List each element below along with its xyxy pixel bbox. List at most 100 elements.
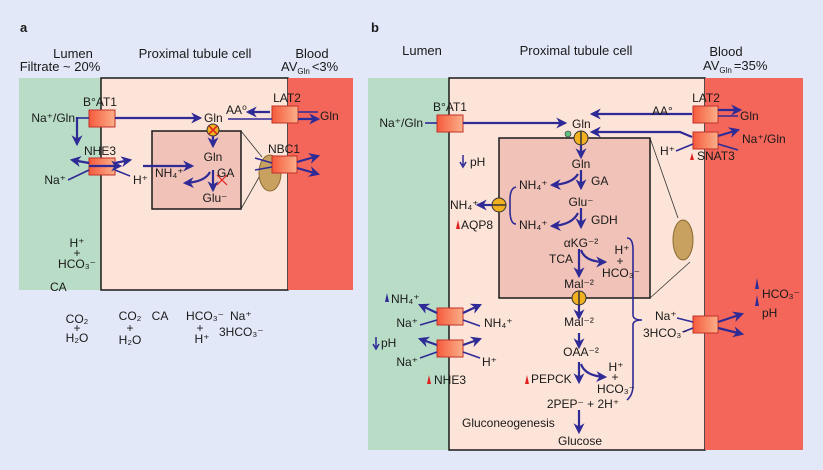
label-lat2-b: LAT2 <box>692 91 720 105</box>
mitochondrion-inset <box>151 130 242 210</box>
increase-arrow-icon <box>427 375 431 384</box>
label-aa0: AA⁰ <box>226 103 247 117</box>
header-blood-b: Blood <box>709 44 742 59</box>
label-glucose: Glucose <box>558 434 602 448</box>
label-aqp8: AQP8 <box>461 218 493 232</box>
decrease-arrow-icon <box>459 155 467 169</box>
plus-sign: + <box>73 321 80 335</box>
label-lat2: LAT2 <box>273 91 301 105</box>
transporter-nh4-exchanger <box>436 307 464 326</box>
label-nh4-2: NH₄⁺ <box>519 218 548 232</box>
header-cell-b: Proximal tubule cell <box>520 43 633 58</box>
transporter-nbc1-b <box>692 315 719 334</box>
label-gdh: GDH <box>591 213 618 227</box>
header-cell: Proximal tubule cell <box>139 46 252 61</box>
increase-arrow-icon <box>755 278 759 289</box>
label-cell-nh4: NH₄⁺ <box>484 316 513 330</box>
header-blood: Blood <box>295 46 328 61</box>
label-nh4-1: NH₄⁺ <box>519 178 548 192</box>
plus-sign: + <box>196 321 203 335</box>
label-ph-cell: pH <box>470 155 485 169</box>
bicarbonate-brace <box>626 237 643 401</box>
label-lumen-na2: Na⁺ <box>396 355 418 369</box>
label-cell-h2o: H₂O <box>119 333 142 347</box>
label-mito-hco3: HCO₃⁻ <box>602 266 640 280</box>
label-lumen-ph: pH <box>381 336 396 350</box>
increase-arrow-icon <box>755 295 759 306</box>
lumen-region-b <box>368 78 449 450</box>
label-glu: Glu⁻ <box>202 191 227 205</box>
label-mito-h: H⁺ <box>615 243 630 257</box>
label-cell-co2: CO₂ <box>119 309 142 323</box>
header-lumen-b: Lumen <box>402 43 442 58</box>
increase-arrow-icon <box>456 220 460 229</box>
label-nh4-aqp: NH₄⁺ <box>450 198 479 212</box>
label-nh4: NH₄⁺ <box>155 166 184 180</box>
plus-sign: + <box>616 254 623 268</box>
plus-sign: + <box>73 246 80 260</box>
panel-a-label: a <box>20 20 28 35</box>
increase-arrow-icon <box>385 293 389 302</box>
lumen-region <box>19 78 101 290</box>
label-snat3: SNAT3 <box>697 149 735 163</box>
label-na-gln: Na⁺/Gln <box>31 111 75 125</box>
label-blood-hco3: HCO₃⁻ <box>762 287 800 301</box>
panel-a: a Lumen Filtrate ~ 20% Proximal tubule c… <box>19 20 353 347</box>
label-lumen-co2: CO₂ <box>66 312 89 326</box>
label-ga: GA <box>217 166 234 180</box>
label-boat1: B°AT1 <box>83 95 117 109</box>
label-nbc-na-b: Na⁺ <box>655 309 677 323</box>
label-pep: 2PEP⁻ + 2H⁺ <box>547 397 619 411</box>
blood-region-b <box>705 78 803 450</box>
blood-region <box>288 78 353 290</box>
label-nbc1: NBC1 <box>268 142 300 156</box>
transporter-boat1 <box>88 109 116 128</box>
label-h: H⁺ <box>133 173 148 187</box>
header-filtrate: Filtrate ~ 20% <box>20 59 101 74</box>
label-mal-mito: Mal⁻² <box>564 277 594 291</box>
label-lumen-hco3: HCO₃⁻ <box>58 257 96 271</box>
transporter-nbc1 <box>271 155 298 174</box>
label-ca-lumen: CA <box>50 280 67 294</box>
label-na-gln-b: Na⁺/Gln <box>379 116 423 130</box>
label-nbc-hco3-b: 3HCO₃⁻ <box>643 326 688 340</box>
label-ga-b: GA <box>591 174 608 188</box>
plus-sign: + <box>126 321 133 335</box>
header-av-b: AVGln=35% <box>703 58 768 75</box>
label-na-gln-blood: Na⁺/Gln <box>742 132 786 146</box>
label-pepck-h: H⁺ <box>609 360 624 374</box>
label-mal-cyto: Mal⁻² <box>564 315 594 329</box>
label-nbc-hco3: 3HCO₃⁻ <box>219 325 264 339</box>
label-lumen-nh4: NH₄⁺ <box>391 292 420 306</box>
mitochondrion-icon-b <box>672 219 694 261</box>
increase-arrow-icon <box>525 375 529 384</box>
label-tca: TCA <box>549 252 573 266</box>
label-lumen-h2o: H₂O <box>66 331 89 345</box>
increase-arrow-icon <box>690 153 694 160</box>
label-gluconeogenesis: Gluconeogenesis <box>462 416 555 430</box>
label-nhe3-b: NHE3 <box>434 373 466 387</box>
transporter-lat2 <box>271 105 299 124</box>
label-pepck-hco3: HCO₃⁻ <box>597 382 635 396</box>
label-nbc-na: Na⁺ <box>230 309 252 323</box>
label-lumen-h: H⁺ <box>70 236 85 250</box>
label-glu-b: Glu⁻ <box>568 195 593 209</box>
label-gln-blood: Gln <box>320 109 339 123</box>
plus-sign: + <box>611 370 618 384</box>
transporter-boat1-b <box>436 114 464 133</box>
transporter-nhe3-b <box>436 339 464 358</box>
label-pepck: PEPCK <box>531 372 572 386</box>
label-blood-ph: pH <box>762 306 777 320</box>
label-gln-cyto: Gln <box>204 111 223 125</box>
transporter-lat2-b <box>692 105 719 124</box>
panel-b-label: b <box>371 20 379 35</box>
label-cell-h-b: H⁺ <box>482 355 497 369</box>
transporter-snat3 <box>692 131 719 150</box>
label-lumen-na1: Na⁺ <box>396 316 418 330</box>
label-gln-cyto-b: Gln <box>572 117 591 131</box>
label-ca-cell: CA <box>152 309 169 323</box>
label-oaa: OAA⁻² <box>563 345 599 359</box>
decrease-arrow-icon <box>372 337 380 351</box>
label-aa0-b: AA° <box>652 104 673 118</box>
